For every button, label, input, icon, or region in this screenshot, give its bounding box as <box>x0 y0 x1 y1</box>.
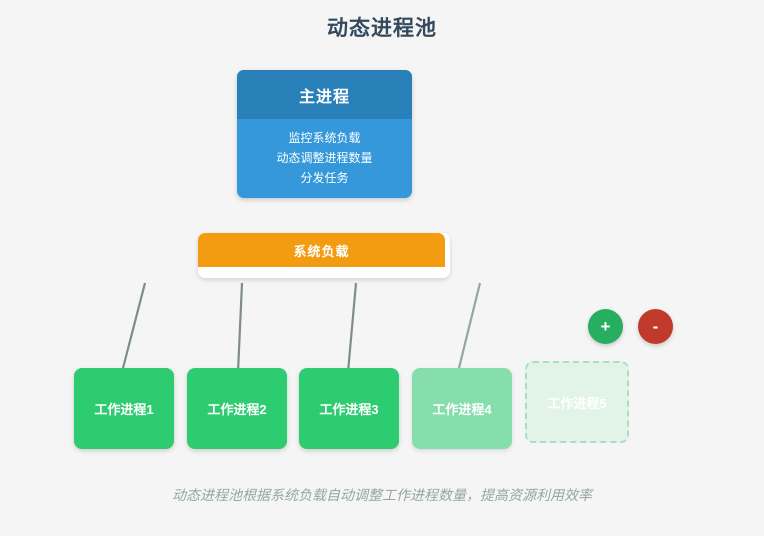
worker-label: 工作进程3 <box>319 402 379 417</box>
system-load-meter: 系统负载 <box>198 233 450 278</box>
connector-line-3 <box>346 282 358 373</box>
main-process-card: 主进程 监控系统负载 动态调整进程数量 分发任务 <box>237 70 412 198</box>
worker-label: 工作进程1 <box>94 402 154 417</box>
worker-label: 工作进程5 <box>547 395 607 411</box>
worker-process-5-placeholder[interactable]: 工作进程5 <box>525 361 629 443</box>
system-load-label: 系统负载 <box>293 243 350 259</box>
worker-process-2[interactable]: 工作进程2 <box>187 368 287 449</box>
duty-item: 分发任务 <box>300 171 349 185</box>
system-load-fill: 系统负载 <box>198 233 445 267</box>
main-process-title: 主进程 <box>237 70 412 119</box>
add-process-button[interactable]: + <box>588 309 623 344</box>
connector-line-1 <box>120 282 147 373</box>
worker-process-1[interactable]: 工作进程1 <box>74 368 174 449</box>
worker-process-row: 工作进程1 工作进程2 工作进程3 工作进程4 工作进程5 <box>74 361 654 454</box>
connector-line-2 <box>236 282 244 373</box>
page-title: 动态进程池 <box>327 17 437 40</box>
remove-process-button[interactable]: - <box>638 309 673 344</box>
worker-process-3[interactable]: 工作进程3 <box>299 368 399 449</box>
worker-label: 工作进程4 <box>432 402 492 417</box>
process-controls: + - <box>588 309 676 345</box>
worker-process-4[interactable]: 工作进程4 <box>412 368 512 449</box>
footer-description: 动态进程池根据系统负载自动调整工作进程数量，提高资源利用效率 <box>172 489 592 504</box>
duty-item: 监控系统负载 <box>288 131 361 145</box>
main-process-duties: 监控系统负载 动态调整进程数量 分发任务 <box>237 119 412 198</box>
worker-label: 工作进程2 <box>207 402 267 417</box>
duty-item: 动态调整进程数量 <box>276 151 373 165</box>
connector-line-4 <box>456 282 482 373</box>
